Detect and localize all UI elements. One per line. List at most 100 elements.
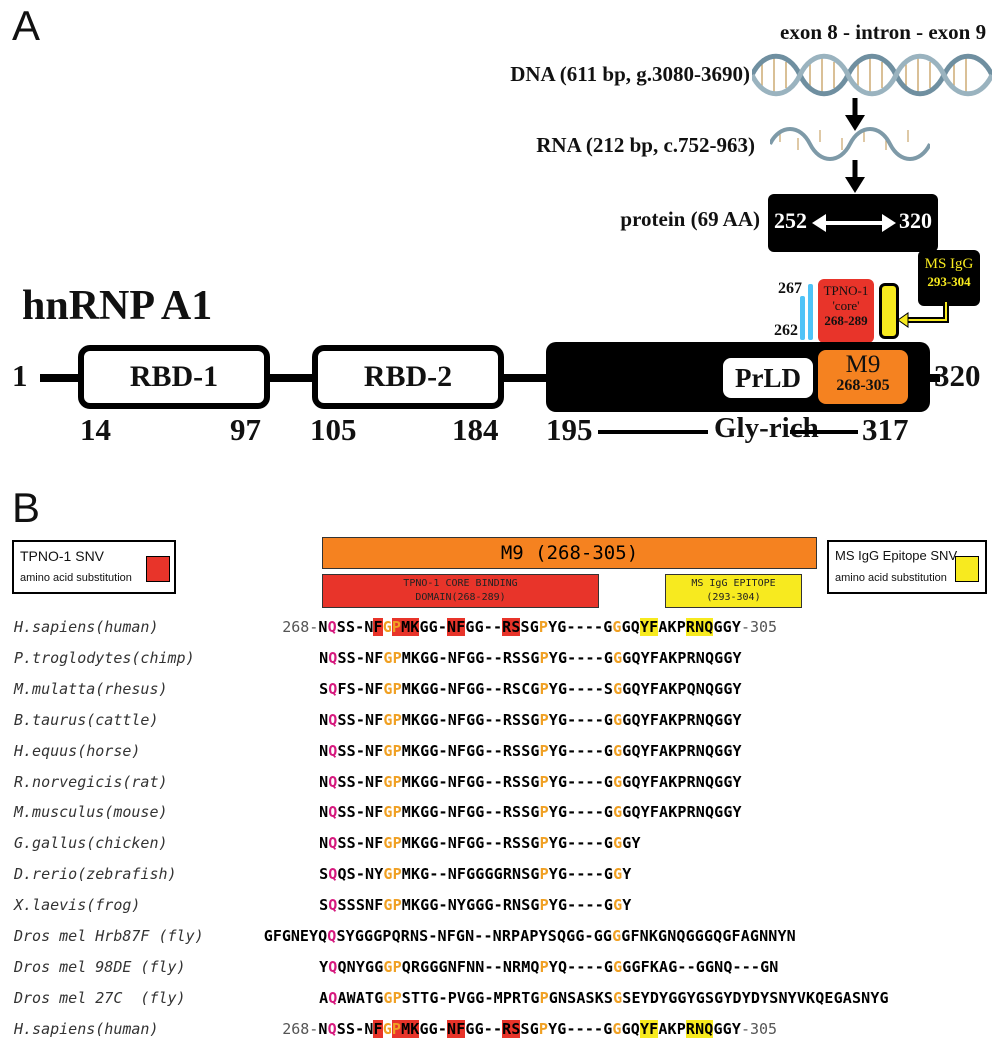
- rbd2-domain: RBD-2: [312, 345, 504, 409]
- residue: Y: [640, 741, 650, 760]
- residue: R: [686, 772, 696, 791]
- residue: P: [391, 1019, 401, 1038]
- sequence-row: NQSS-NFGPMKGG-NFGG--RSSGPYG----GGGQYFAKP…: [319, 649, 742, 667]
- residue: -: [493, 772, 503, 791]
- residue: F: [456, 679, 466, 698]
- residue: G: [658, 927, 668, 945]
- residue: N: [319, 772, 329, 791]
- residue: Y: [777, 927, 787, 945]
- sequence-prefix: GFGNEY: [263, 927, 318, 945]
- residue: -: [493, 803, 503, 822]
- residue: -: [585, 957, 595, 976]
- residue: Q: [328, 710, 338, 729]
- residue: P: [676, 618, 686, 636]
- residue: Y: [732, 710, 742, 729]
- residue: G: [622, 710, 632, 729]
- residue: G: [622, 741, 632, 760]
- residue: M: [521, 957, 531, 976]
- residue: S: [521, 834, 531, 853]
- residue: P: [539, 988, 549, 1007]
- residue: Y: [548, 957, 558, 976]
- residue: P: [676, 1019, 686, 1038]
- residue: -: [355, 710, 365, 729]
- residue: G: [704, 957, 714, 976]
- residue: S: [337, 741, 347, 760]
- residue: G: [493, 865, 503, 884]
- residue: -: [594, 896, 604, 915]
- residue: G: [530, 741, 540, 760]
- residue: V: [456, 988, 466, 1007]
- residue: -: [484, 957, 494, 976]
- residue: N: [512, 865, 522, 884]
- marker-262-bar: [800, 296, 805, 340]
- residue: N: [318, 618, 328, 636]
- residue: G: [466, 679, 476, 698]
- residue: P: [677, 772, 687, 791]
- residue: G: [723, 772, 733, 791]
- species-label: H.equus(horse): [14, 741, 141, 760]
- residue: N: [365, 834, 375, 853]
- residue: K: [410, 896, 420, 915]
- residue: N: [409, 927, 419, 945]
- residue: G: [613, 896, 623, 915]
- residue: G: [419, 618, 429, 636]
- residue: K: [410, 648, 420, 667]
- residue: G: [714, 772, 724, 791]
- residue: Q: [401, 957, 411, 976]
- residue: A: [355, 988, 365, 1007]
- residue: Y: [640, 710, 650, 729]
- residue: P: [382, 927, 392, 945]
- residue: G: [475, 710, 485, 729]
- residue: G: [383, 803, 393, 822]
- residue: K: [668, 741, 678, 760]
- residue: N: [695, 710, 705, 729]
- residue: R: [502, 741, 512, 760]
- sequence-suffix: -305: [740, 1019, 778, 1038]
- residue: Y: [622, 865, 632, 884]
- residue: Y: [870, 988, 880, 1007]
- arrow-down-icon: [845, 160, 865, 193]
- residue: A: [576, 988, 586, 1007]
- residue: Q: [327, 927, 337, 945]
- residue: A: [319, 988, 329, 1007]
- residue: G: [383, 896, 393, 915]
- residue: Y: [548, 710, 558, 729]
- residue: Q: [556, 927, 566, 945]
- residue: Y: [760, 988, 770, 1007]
- residue: G: [695, 957, 705, 976]
- residue: R: [685, 618, 695, 636]
- m9-domain: M9 268-305: [818, 350, 908, 404]
- residue: -: [355, 1019, 365, 1038]
- residue: G: [557, 896, 567, 915]
- residue: S: [521, 896, 531, 915]
- residue: -: [567, 772, 577, 791]
- sequence-suffix: -305: [740, 618, 778, 636]
- residue: G: [429, 772, 439, 791]
- residue: G: [713, 618, 723, 636]
- residue: Y: [548, 803, 558, 822]
- residue: P: [392, 865, 402, 884]
- residue: K: [410, 741, 420, 760]
- residue: N: [557, 988, 567, 1007]
- residue: -: [438, 896, 448, 915]
- residue: G: [557, 618, 567, 636]
- residue: F: [446, 927, 456, 945]
- residue: -: [483, 927, 493, 945]
- ms-igg-line1: MS IgG: [924, 256, 974, 272]
- residue: N: [639, 927, 649, 945]
- sequence-prefix: 268-: [282, 618, 319, 636]
- residue: G: [373, 927, 383, 945]
- residue: -: [438, 803, 448, 822]
- residue: G: [722, 1019, 732, 1038]
- gly-line-left: [598, 430, 708, 434]
- residue: G: [723, 803, 733, 822]
- m9-range: 268-305: [836, 377, 890, 394]
- residue: N: [861, 988, 871, 1007]
- residue: F: [649, 741, 659, 760]
- residue: Q: [631, 679, 641, 698]
- residue: Q: [328, 988, 338, 1007]
- residue: N: [447, 865, 457, 884]
- residue: G: [383, 648, 393, 667]
- residue: -: [585, 896, 595, 915]
- residue: -: [594, 957, 604, 976]
